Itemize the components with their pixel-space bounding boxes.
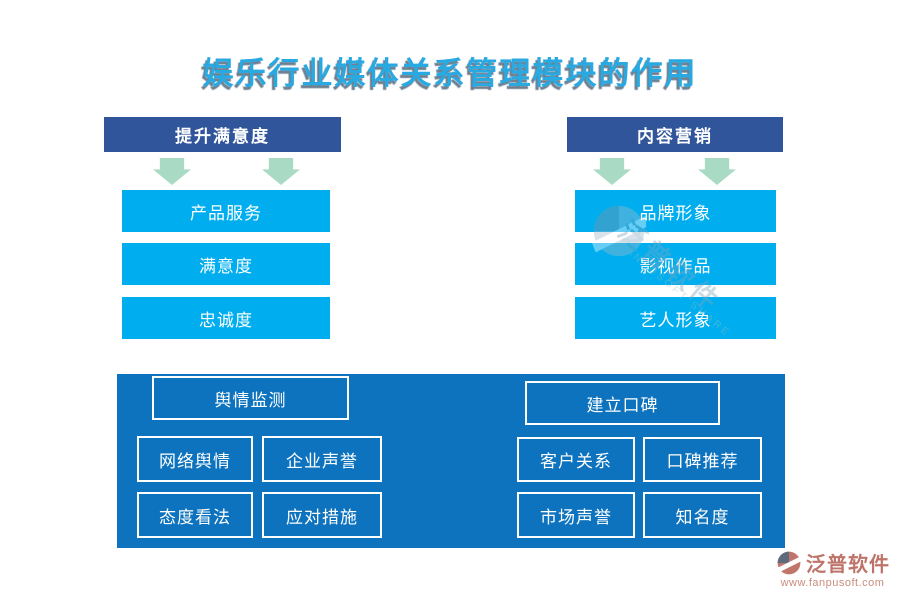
group-header-satisfaction: 提升满意度 xyxy=(104,117,341,152)
fanpu-logo-icon xyxy=(776,551,802,574)
down-arrow-icon xyxy=(593,158,631,185)
sentiment-item-box: 网络舆情 xyxy=(137,436,253,482)
reputation-item-box: 客户关系 xyxy=(517,437,635,482)
satisfaction-item-box: 满意度 xyxy=(122,243,330,285)
fanpu-footer-logo: 泛普软件 www.fanpusoft.com xyxy=(770,548,895,589)
sentiment-item-box: 应对措施 xyxy=(262,492,382,538)
content-item-box: 品牌形象 xyxy=(575,190,776,232)
content-item-box: 影视作品 xyxy=(575,243,776,285)
satisfaction-item-box: 忠诚度 xyxy=(122,297,330,339)
down-arrow-icon xyxy=(262,158,300,185)
footer-logo-name: 泛普软件 xyxy=(806,554,890,576)
content-item-box: 艺人形象 xyxy=(575,297,776,339)
down-arrow-icon xyxy=(698,158,736,185)
down-arrow-icon xyxy=(153,158,191,185)
sentiment-item-box: 态度看法 xyxy=(137,492,253,538)
section-header-sentiment: 舆情监测 xyxy=(152,376,349,420)
reputation-item-box: 口碑推荐 xyxy=(643,437,762,482)
satisfaction-item-box: 产品服务 xyxy=(122,190,330,232)
group-header-content-marketing: 内容营销 xyxy=(567,117,783,152)
bottom-panel xyxy=(117,374,785,548)
page-title: 娱乐行业媒体关系管理模块的作用 xyxy=(202,56,698,91)
sentiment-item-box: 企业声誉 xyxy=(262,436,382,482)
reputation-item-box: 市场声誉 xyxy=(517,492,635,538)
reputation-item-box: 知名度 xyxy=(643,492,762,538)
footer-logo-url: www.fanpusoft.com xyxy=(780,577,885,589)
section-header-reputation: 建立口碑 xyxy=(525,381,720,425)
